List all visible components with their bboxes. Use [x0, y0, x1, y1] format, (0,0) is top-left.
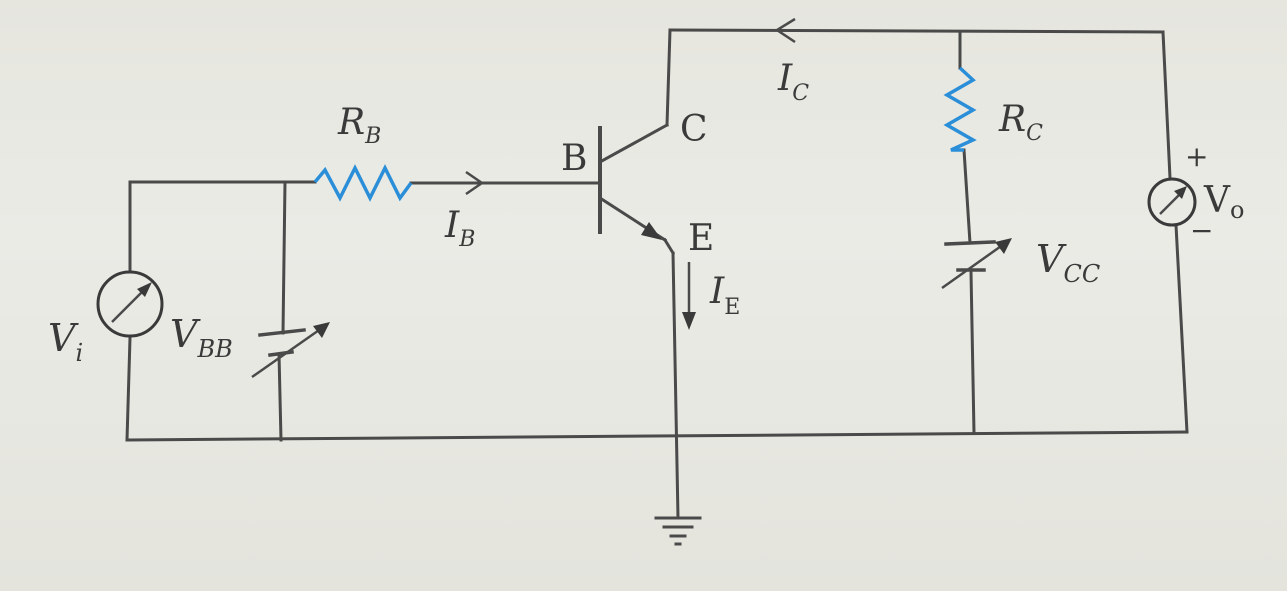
rc-resistor	[943, 66, 977, 152]
rb-resistor	[313, 164, 413, 202]
input-loop-wires	[125, 180, 1189, 442]
vo-plus-sign: +	[1185, 140, 1208, 173]
ie-arrow-icon	[682, 262, 696, 330]
ic-arrow-icon	[774, 17, 796, 44]
ib-arrow-icon	[465, 170, 485, 196]
collector-label: C	[680, 109, 708, 150]
ie-label: IE	[709, 271, 740, 320]
rb-label: RB	[337, 102, 381, 149]
rc-label: RC	[998, 99, 1043, 146]
vo-meter-icon	[1147, 177, 1197, 227]
base-label: B	[561, 138, 587, 179]
vbb-variable-battery-icon	[251, 322, 330, 379]
vo-minus-sign: −	[1190, 214, 1213, 247]
vo-label: Vo	[1203, 180, 1244, 224]
vcc-label: VCC	[1036, 237, 1100, 288]
vcc-variable-battery-icon	[941, 238, 1012, 290]
ic-label: IC	[777, 58, 809, 106]
vi-meter-icon	[96, 270, 164, 338]
npn-transistor-icon	[597, 122, 670, 243]
ib-label: IB	[444, 205, 475, 252]
emitter-label: E	[688, 218, 714, 259]
vbb-label: VBB	[170, 312, 233, 363]
ground-icon	[654, 516, 702, 546]
vi-label: Vi	[48, 316, 83, 367]
collector-loop-wires	[665, 28, 1189, 435]
emitter-wire	[662, 237, 680, 520]
